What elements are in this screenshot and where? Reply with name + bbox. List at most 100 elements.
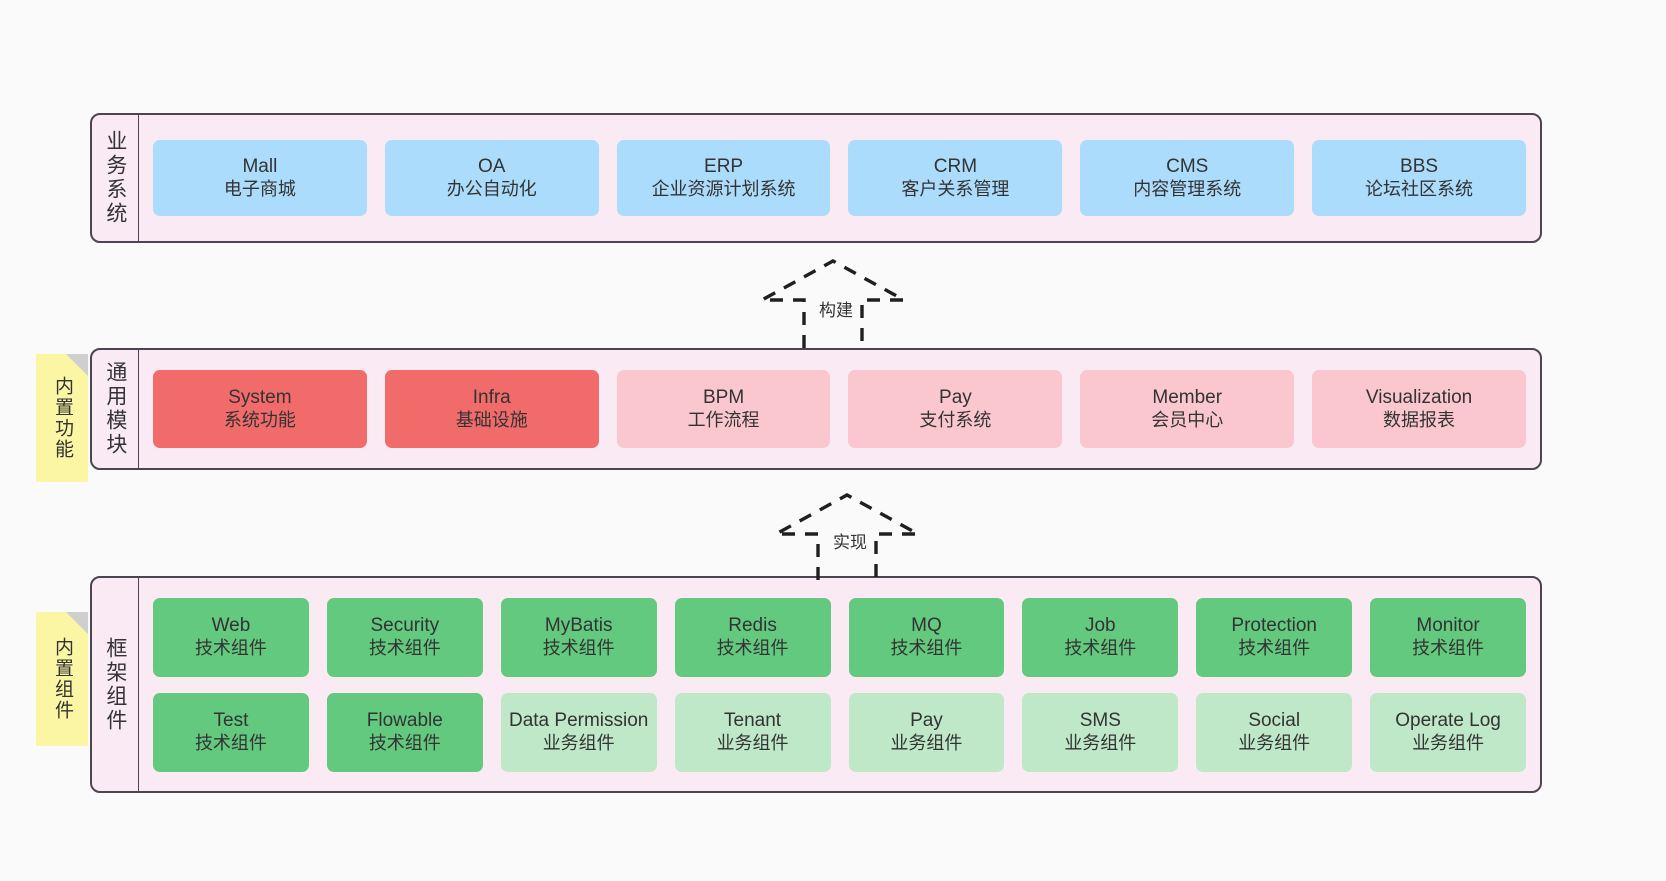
card-flowable-cn: 技术组件 — [368, 732, 441, 753]
card-cms-en: CMS — [1166, 156, 1209, 178]
card-flowable-en: Flowable — [366, 710, 443, 732]
card-bbs[interactable]: BBS 论坛社区系统 — [1312, 140, 1526, 216]
card-pay-module[interactable]: Pay 支付系统 — [848, 370, 1063, 448]
card-erp-cn: 企业资源计划系统 — [651, 178, 796, 199]
card-operate-log-en: Operate Log — [1395, 710, 1501, 732]
card-flowable[interactable]: Flowable 技术组件 — [326, 692, 483, 772]
build-arrow-label: 构建 — [816, 296, 856, 321]
build-arrow: 构建 — [758, 258, 908, 348]
card-sms[interactable]: SMS 业务组件 — [1022, 692, 1179, 772]
card-system[interactable]: System 系统功能 — [153, 370, 367, 448]
card-visualization-cn: 数据报表 — [1383, 409, 1456, 430]
card-mybatis-cn: 技术组件 — [542, 637, 615, 658]
card-redis[interactable]: Redis 技术组件 — [674, 597, 831, 677]
card-crm-cn: 客户关系管理 — [901, 178, 1010, 199]
note-builtin-functions-text: 内置功能 — [51, 376, 73, 460]
card-data-permission-en: Data Permission — [508, 710, 649, 732]
layer-business-systems: 业务系统 Mall 电子商城 OA 办公自动化 ERP 企业资源计划系统 CRM… — [90, 113, 1542, 243]
card-erp-en: ERP — [704, 156, 744, 178]
card-cms[interactable]: CMS 内容管理系统 — [1080, 140, 1295, 216]
card-mall[interactable]: Mall 电子商城 — [153, 140, 367, 216]
layer-body-modules: System 系统功能 Infra 基础设施 BPM 工作流程 Pay 支付系统… — [139, 350, 1540, 468]
card-bpm-cn: 工作流程 — [687, 409, 760, 430]
card-mybatis[interactable]: MyBatis 技术组件 — [500, 597, 657, 677]
card-sms-cn: 业务组件 — [1064, 732, 1137, 753]
card-infra-cn: 基础设施 — [455, 409, 528, 430]
card-oa-en: OA — [478, 156, 506, 178]
card-tenant[interactable]: Tenant 业务组件 — [674, 692, 831, 772]
note-fold-icon — [66, 612, 88, 634]
card-job[interactable]: Job 技术组件 — [1022, 597, 1179, 677]
card-pay-component[interactable]: Pay 业务组件 — [848, 692, 1005, 772]
card-member[interactable]: Member 会员中心 — [1080, 370, 1295, 448]
card-monitor-cn: 技术组件 — [1412, 637, 1485, 658]
card-tenant-cn: 业务组件 — [716, 732, 789, 753]
card-web-cn: 技术组件 — [194, 637, 267, 658]
card-protection[interactable]: Protection 技术组件 — [1196, 597, 1353, 677]
card-test-en: Test — [213, 710, 249, 732]
card-system-cn: 系统功能 — [223, 409, 296, 430]
card-security[interactable]: Security 技术组件 — [326, 597, 483, 677]
framework-row-technical: Web 技术组件 Security 技术组件 MyBatis 技术组件 Redi… — [153, 597, 1526, 677]
card-mall-en: Mall — [242, 156, 278, 178]
card-infra[interactable]: Infra 基础设施 — [384, 370, 599, 448]
modules-card-row: System 系统功能 Infra 基础设施 BPM 工作流程 Pay 支付系统… — [153, 370, 1526, 448]
card-redis-cn: 技术组件 — [716, 637, 789, 658]
layer-body-framework: Web 技术组件 Security 技术组件 MyBatis 技术组件 Redi… — [139, 578, 1540, 791]
card-pay-module-cn: 支付系统 — [919, 409, 992, 430]
card-social-cn: 业务组件 — [1238, 732, 1311, 753]
card-mq[interactable]: MQ 技术组件 — [848, 597, 1005, 677]
card-social[interactable]: Social 业务组件 — [1196, 692, 1353, 772]
layer-framework-components: 框架组件 Web 技术组件 Security 技术组件 MyBatis 技术组件… — [90, 576, 1542, 793]
realize-arrow: 实现 — [772, 492, 922, 580]
note-fold-icon — [66, 354, 88, 376]
layer-title-business: 业务系统 — [92, 115, 139, 241]
card-social-en: Social — [1248, 710, 1301, 732]
note-builtin-functions: 内置功能 — [36, 354, 88, 482]
card-crm[interactable]: CRM 客户关系管理 — [848, 140, 1063, 216]
layer-title-modules: 通用模块 — [92, 350, 139, 468]
note-builtin-components-text: 内置组件 — [51, 637, 73, 721]
card-operate-log[interactable]: Operate Log 业务组件 — [1370, 692, 1526, 772]
card-pay-component-cn: 业务组件 — [890, 732, 963, 753]
card-oa-cn: 办公自动化 — [446, 178, 537, 199]
card-member-cn: 会员中心 — [1151, 409, 1224, 430]
card-member-en: Member — [1152, 387, 1223, 409]
card-pay-component-en: Pay — [910, 710, 943, 732]
layer-body-business: Mall 电子商城 OA 办公自动化 ERP 企业资源计划系统 CRM 客户关系… — [139, 115, 1540, 241]
realize-arrow-label: 实现 — [830, 528, 870, 553]
card-security-en: Security — [370, 615, 440, 637]
card-protection-cn: 技术组件 — [1238, 637, 1311, 658]
card-mq-en: MQ — [911, 615, 942, 637]
card-tenant-en: Tenant — [724, 710, 782, 732]
card-pay-module-en: Pay — [939, 387, 972, 409]
card-test-cn: 技术组件 — [194, 732, 267, 753]
card-bpm-en: BPM — [702, 387, 745, 409]
card-cms-cn: 内容管理系统 — [1133, 178, 1242, 199]
card-bbs-cn: 论坛社区系统 — [1365, 178, 1474, 199]
card-oa[interactable]: OA 办公自动化 — [384, 140, 599, 216]
card-mybatis-en: MyBatis — [544, 615, 613, 637]
business-card-row: Mall 电子商城 OA 办公自动化 ERP 企业资源计划系统 CRM 客户关系… — [153, 140, 1526, 216]
card-data-permission[interactable]: Data Permission 业务组件 — [500, 692, 657, 772]
card-protection-en: Protection — [1231, 615, 1317, 637]
layer-title-framework: 框架组件 — [92, 578, 139, 791]
card-web[interactable]: Web 技术组件 — [153, 597, 309, 677]
card-web-en: Web — [211, 615, 251, 637]
card-crm-en: CRM — [933, 156, 978, 178]
layer-common-modules: 通用模块 System 系统功能 Infra 基础设施 BPM 工作流程 Pay… — [90, 348, 1542, 470]
card-mall-cn: 电子商城 — [223, 178, 296, 199]
card-infra-en: Infra — [472, 387, 511, 409]
card-monitor-en: Monitor — [1416, 615, 1480, 637]
card-redis-en: Redis — [728, 615, 777, 637]
card-erp[interactable]: ERP 企业资源计划系统 — [616, 140, 831, 216]
card-security-cn: 技术组件 — [368, 637, 441, 658]
card-test[interactable]: Test 技术组件 — [153, 692, 309, 772]
card-sms-en: SMS — [1079, 710, 1121, 732]
card-monitor[interactable]: Monitor 技术组件 — [1370, 597, 1526, 677]
card-visualization-en: Visualization — [1365, 387, 1473, 409]
card-visualization[interactable]: Visualization 数据报表 — [1312, 370, 1526, 448]
card-data-permission-cn: 业务组件 — [542, 732, 615, 753]
card-bpm[interactable]: BPM 工作流程 — [616, 370, 831, 448]
